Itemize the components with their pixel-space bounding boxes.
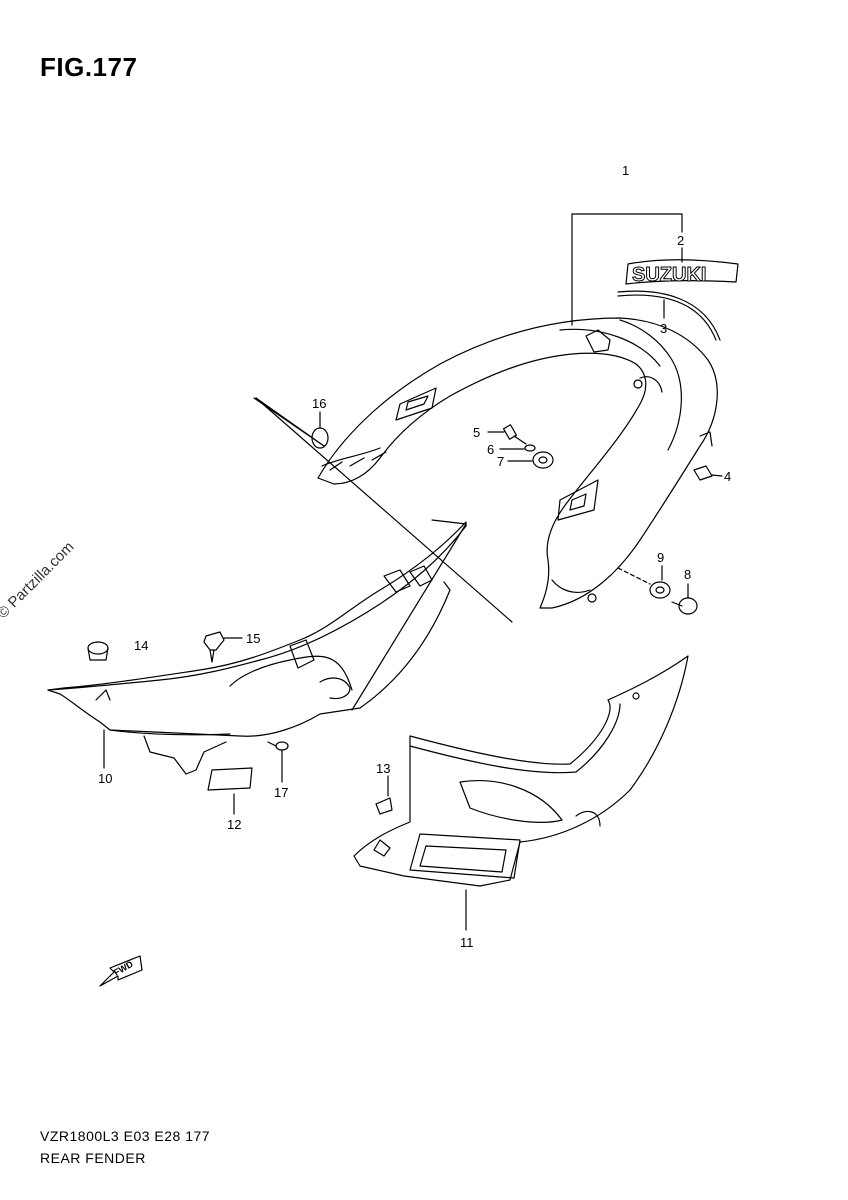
callout-part-17[interactable]: 17 — [274, 785, 289, 800]
figure-title: FIG.177 — [40, 52, 138, 82]
callout-part-10[interactable]: 10 — [98, 771, 113, 786]
push-rivet-15 — [203, 631, 243, 663]
emblem-suzuki-decal: SUZUKI — [625, 247, 739, 287]
callout-part-8[interactable]: 8 — [684, 567, 692, 582]
callout-part-6[interactable]: 6 — [487, 442, 495, 457]
footer-model-line: VZR1800L3 E03 E28 177 — [40, 1128, 211, 1144]
callout-part-7[interactable]: 7 — [497, 454, 505, 469]
fwd-arrow: FWD — [99, 955, 143, 987]
callout-part-2[interactable]: 2 — [677, 233, 685, 248]
callout-part-12[interactable]: 12 — [227, 817, 242, 832]
plug-14 — [87, 641, 109, 661]
clip-13 — [375, 775, 393, 815]
clip-nut-4 — [693, 465, 723, 481]
cushion-9 — [617, 565, 671, 599]
callout-part-9[interactable]: 9 — [657, 550, 665, 565]
washer-6 — [499, 444, 536, 452]
screw-17 — [267, 741, 289, 783]
part-1-bracket — [571, 213, 683, 326]
trim-strip — [617, 290, 721, 341]
rear-side-cover-11 — [353, 655, 689, 931]
footer-section-name: REAR FENDER — [40, 1150, 146, 1166]
rear-fender-10 — [47, 521, 467, 775]
pad-12 — [207, 767, 253, 815]
alignment-lines — [253, 397, 513, 711]
callout-part-5[interactable]: 5 — [473, 425, 481, 440]
bolt-8 — [671, 583, 698, 615]
callout-part-13[interactable]: 13 — [376, 761, 391, 776]
callout-part-16[interactable]: 16 — [312, 396, 327, 411]
bolt-5 — [487, 424, 527, 445]
callout-part-15[interactable]: 15 — [246, 631, 261, 646]
callout-part-4[interactable]: 4 — [724, 469, 732, 484]
seat-tail-cowl — [317, 317, 718, 609]
callout-part-11[interactable]: 11 — [460, 935, 474, 950]
emblem-suzuki-text: SUZUKI — [632, 264, 706, 286]
callout-part-14[interactable]: 14 — [134, 638, 149, 653]
grommet-7 — [507, 451, 554, 469]
callout-part-3[interactable]: 3 — [660, 321, 668, 336]
callout-part-1[interactable]: 1 — [622, 163, 630, 178]
